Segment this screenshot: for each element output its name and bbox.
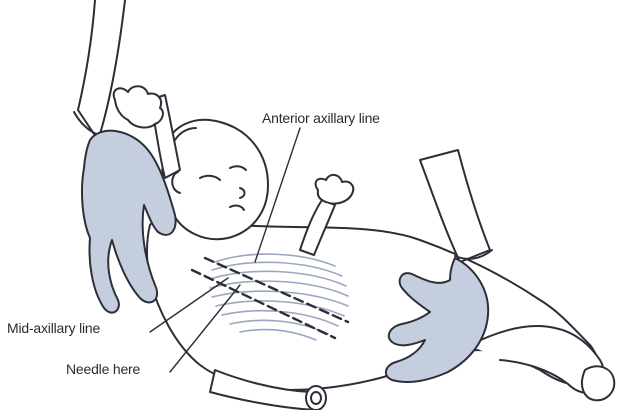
infant-head	[162, 120, 268, 239]
left-sleeve	[78, 0, 125, 140]
mid-axillary-label: Mid-axillary line	[7, 320, 100, 336]
infant-other-hand	[316, 175, 354, 204]
anterior-axillary-label: Anterior axillary line	[262, 110, 380, 126]
towel-roll-end	[306, 386, 326, 410]
infant-raised-hand	[114, 86, 163, 127]
infant-foot	[582, 366, 614, 400]
needle-label: Needle here	[66, 361, 140, 377]
